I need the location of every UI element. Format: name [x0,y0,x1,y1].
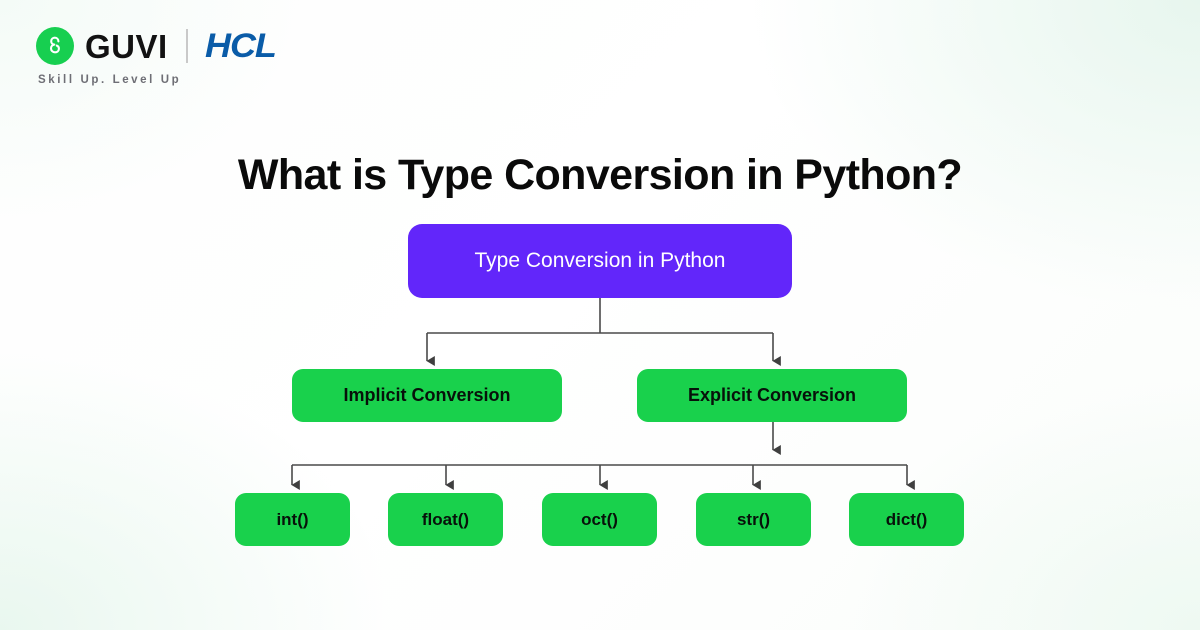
guvi-wordmark: GUVI [85,27,168,65]
brand-tagline: Skill Up. Level Up [38,74,182,86]
brand-divider [185,29,188,63]
flowchart-root-node: Type Conversion in Python [408,224,792,298]
brand-header: GUVI HCL Skill Up. Level Up [36,24,277,86]
page-title: What is Type Conversion in Python? [237,150,963,199]
flowchart-function-int: int() [235,493,350,546]
flowchart-function-dict: dict() [849,493,964,546]
brand-logo-row: GUVI HCL [36,24,277,68]
flowchart-branch-explicit: Explicit Conversion [637,369,907,422]
flowchart-branch-implicit: Implicit Conversion [292,369,562,422]
flowchart-function-float: float() [388,493,503,546]
flowchart-function-str: str() [696,493,811,546]
guvi-circle-g-icon [36,27,74,65]
flowchart-function-oct: oct() [542,493,657,546]
hcl-wordmark: HCL [204,27,277,65]
